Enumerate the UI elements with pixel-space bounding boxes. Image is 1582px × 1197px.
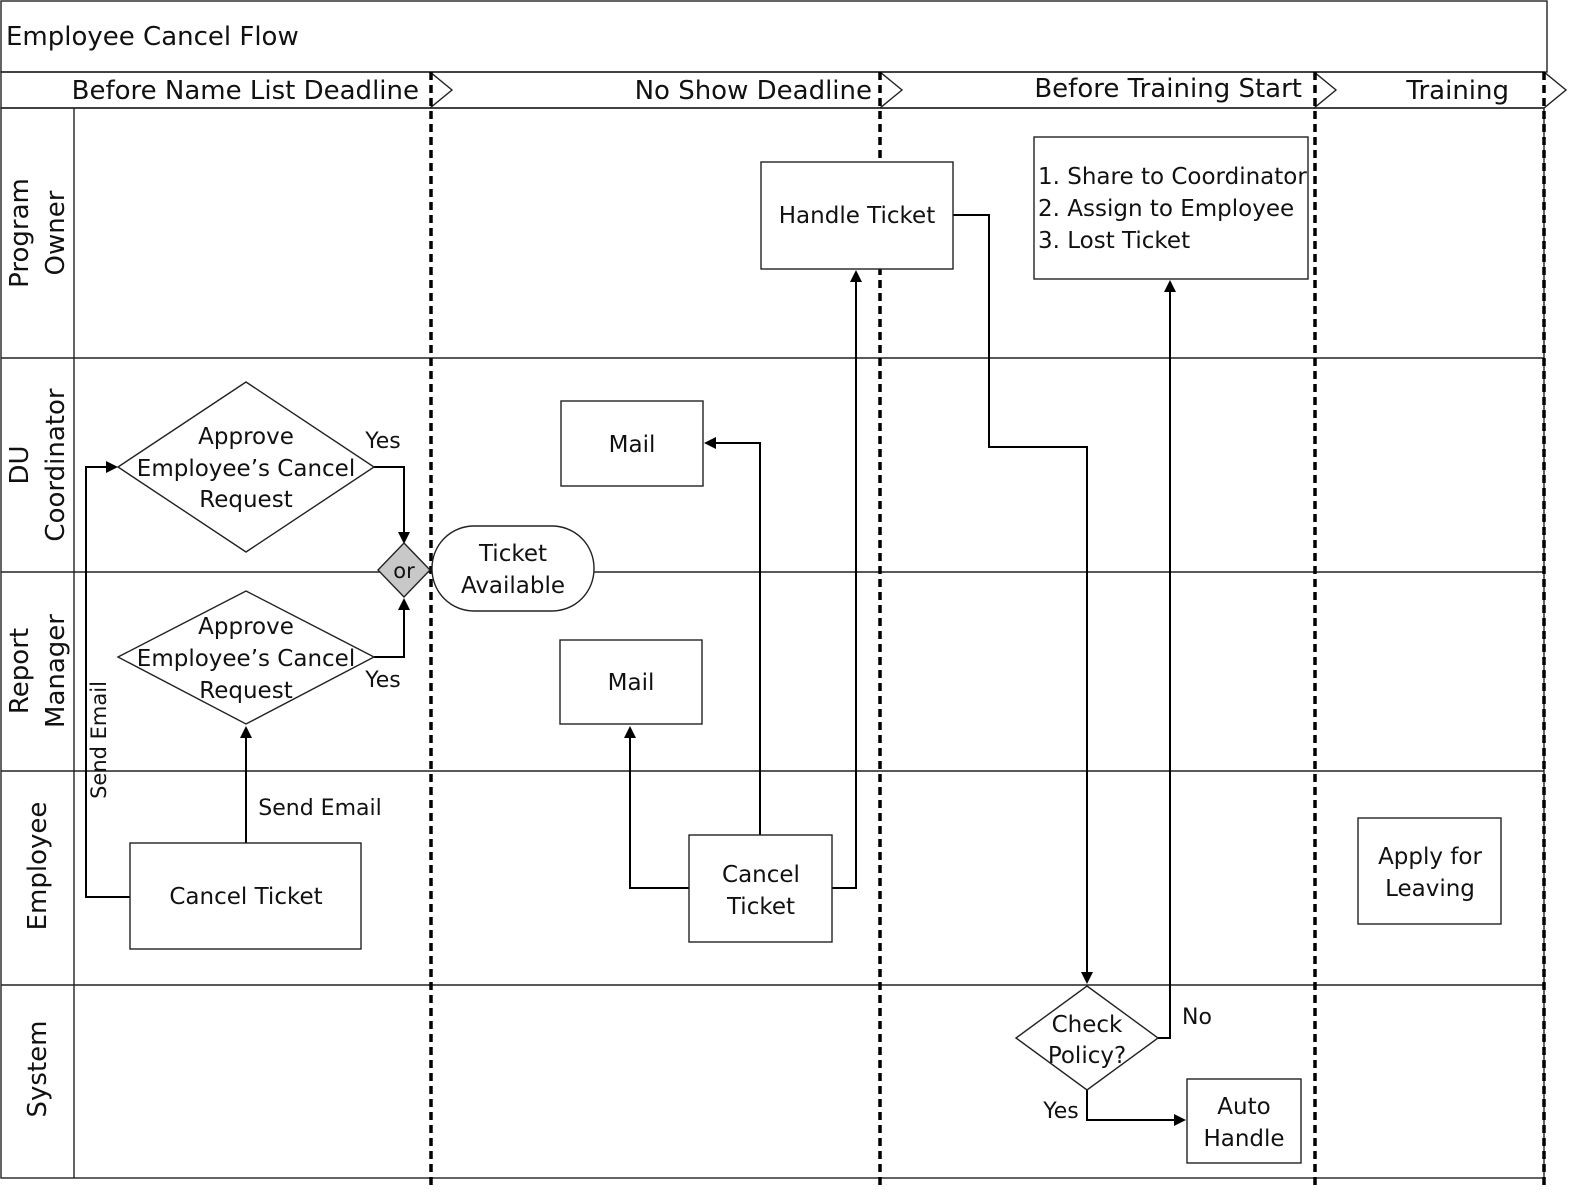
auto-handle-box — [1186, 1078, 1302, 1164]
mail-rm-label: Mail — [608, 670, 655, 696]
diagram-title: Employee Cancel Flow — [6, 22, 299, 52]
no-label: No — [1182, 1005, 1212, 1030]
check-policy-decision — [1014, 985, 1160, 1091]
edge-cancel-to-approve-du — [85, 461, 130, 898]
yes-label-du: Yes — [364, 429, 401, 454]
apply-leaving-box — [1357, 817, 1502, 925]
yes-label-policy: Yes — [1042, 1099, 1079, 1124]
lane-grid — [0, 107, 1545, 1179]
send-email-vertical-label: Send Email — [87, 681, 111, 799]
approve-rm-line-1: Approve — [198, 614, 294, 640]
handle-ticket-label: Handle Ticket — [779, 203, 935, 229]
approve-du-line-1: Approve — [198, 424, 294, 450]
approve-du-line-3: Request — [199, 487, 292, 513]
apply-leaving-line-2: Leaving — [1385, 876, 1475, 902]
check-policy-line-1: Check — [1052, 1012, 1123, 1038]
or-gateway-label: or — [393, 559, 415, 583]
edge-cancel2-to-handle — [832, 270, 862, 889]
mail-du-box — [560, 400, 704, 487]
cancel-ticket-box-2 — [688, 834, 833, 943]
ticket-available-line-1: Ticket — [478, 541, 547, 567]
phase-header: Before Name List Deadline No Show Deadli… — [0, 71, 1568, 109]
lane-labels: Program Owner DU Coordinator Report Mana… — [5, 178, 71, 1117]
connectors — [85, 214, 1186, 1126]
edge-cancel2-to-mail-rm — [624, 726, 689, 889]
ticket-action-1: 1. Share to Coordinator — [1038, 164, 1307, 190]
send-email-label: Send Email — [258, 796, 381, 821]
ticket-action-2: 2. Assign to Employee — [1038, 196, 1294, 222]
edge-check-no-to-actions — [1158, 280, 1176, 1039]
cancel-ticket-2-line-2: Ticket — [726, 894, 795, 920]
phase-label-3: Before Training Start — [1034, 74, 1302, 104]
or-gateway — [377, 541, 431, 599]
phase-label-1: Before Name List Deadline — [72, 76, 419, 106]
yes-label-rm: Yes — [364, 668, 401, 693]
phase-label-2: No Show Deadline — [635, 76, 872, 106]
lane-label-du: DU — [5, 445, 35, 484]
edge-approve-rm-to-or — [374, 598, 410, 658]
phase-chevron-1 — [0, 71, 454, 109]
edge-cancel2-to-mail-du — [704, 437, 761, 835]
lane-label-owner: Owner — [41, 190, 71, 275]
lane-label-employee: Employee — [23, 802, 53, 931]
ticket-action-3: 3. Lost Ticket — [1038, 228, 1190, 254]
auto-handle-line-1: Auto — [1217, 1094, 1270, 1120]
lane-label-coordinator: Coordinator — [41, 388, 71, 541]
edge-approve-du-to-or — [374, 466, 410, 544]
phase-dividers — [429, 72, 1546, 1190]
lane-label-report: Report — [5, 628, 35, 714]
lane-label-manager: Manager — [41, 614, 71, 728]
ticket-available-line-2: Available — [461, 573, 565, 599]
approve-du-line-2: Employee’s Cancel — [137, 456, 355, 482]
apply-leaving-line-1: Apply for — [1378, 844, 1482, 870]
approve-rm-line-3: Request — [199, 678, 292, 704]
cancel-ticket-box-1 — [129, 842, 362, 950]
approve-rm-decision — [116, 590, 376, 725]
phase-label-4: Training — [1405, 76, 1509, 106]
edge-handle-to-check — [953, 214, 1093, 984]
lane-label-program: Program — [5, 178, 35, 288]
auto-handle-line-2: Handle — [1203, 1126, 1284, 1152]
approve-du-decision — [116, 381, 376, 553]
handle-ticket-box — [760, 161, 954, 270]
mail-rm-box — [559, 639, 703, 725]
ticket-actions-box — [1033, 136, 1309, 280]
lane-label-system: System — [23, 1021, 53, 1118]
approve-rm-line-2: Employee’s Cancel — [137, 646, 355, 672]
mail-du-label: Mail — [609, 432, 656, 458]
cancel-ticket-2-line-1: Cancel — [722, 862, 800, 888]
edge-check-yes-to-auto — [1086, 1090, 1186, 1126]
check-policy-line-2: Policy? — [1048, 1043, 1126, 1069]
ticket-available-terminal — [431, 525, 595, 612]
cancel-ticket-label-1: Cancel Ticket — [169, 884, 322, 910]
